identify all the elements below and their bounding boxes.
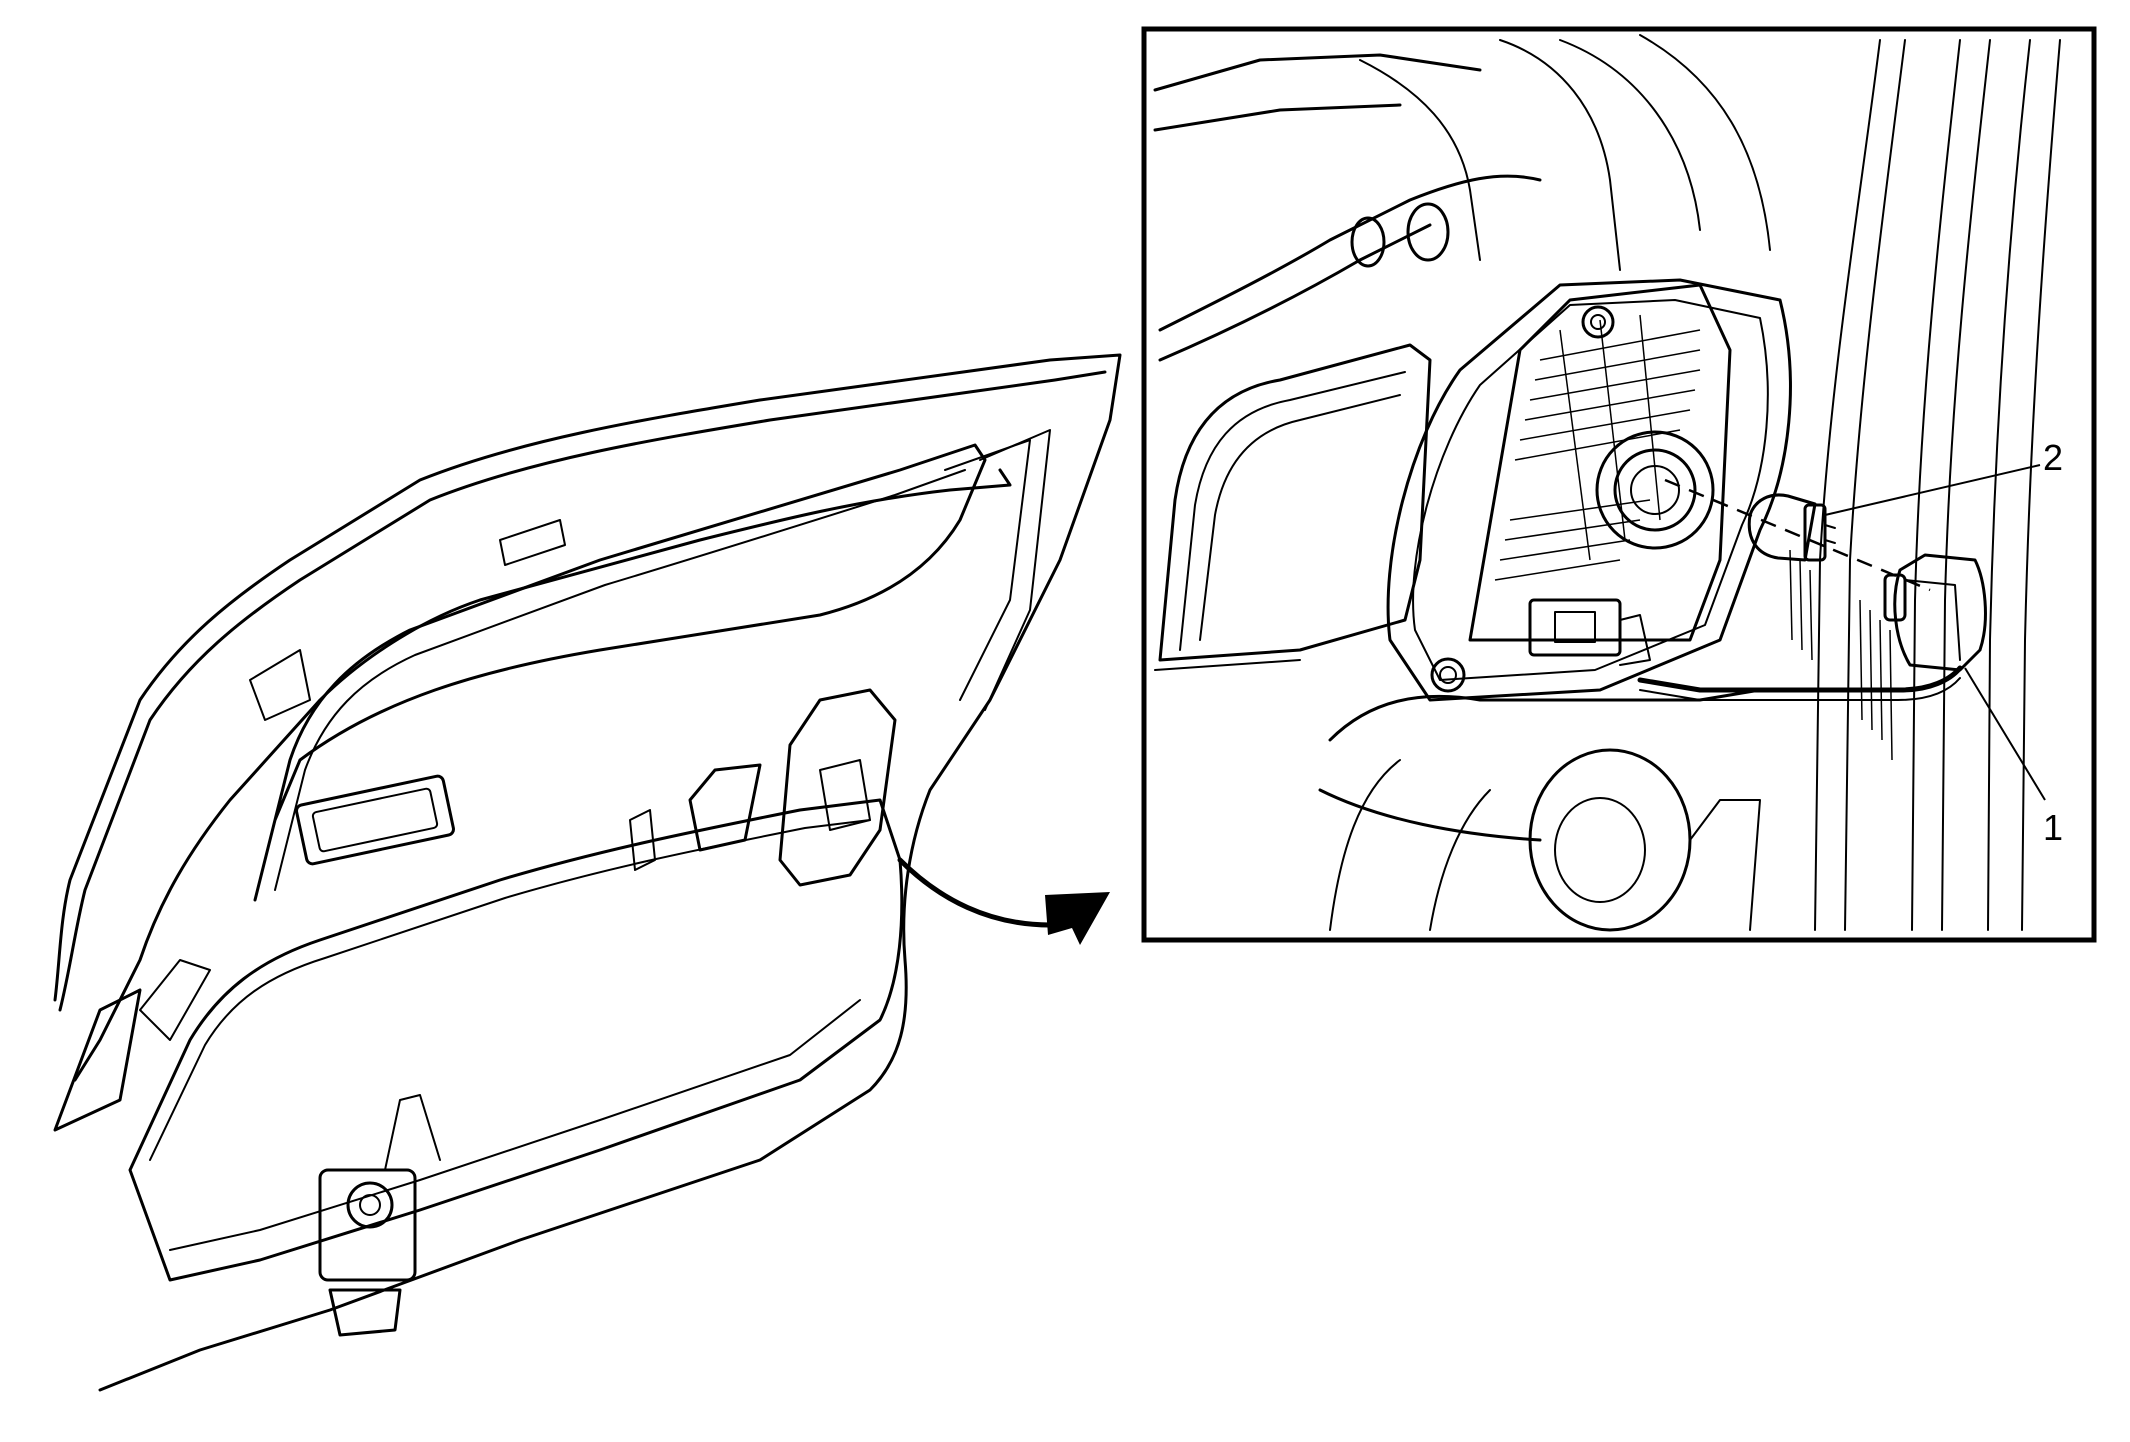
exploded-alignment-line — [1664, 478, 1931, 592]
window-channel — [1158, 343, 1432, 662]
boss-bottom — [1528, 748, 1761, 932]
callout-label-1: 1 — [2043, 807, 2063, 848]
leader-line-2 — [1824, 464, 2041, 516]
lamp-housing-small — [778, 688, 897, 887]
bulb-socket-ring — [1595, 430, 1715, 550]
inner-trim-panel — [128, 798, 904, 1282]
harness-connector — [1528, 598, 1651, 666]
glass-opening — [253, 443, 987, 902]
wiper-motor — [318, 1094, 441, 1337]
liftgate-overview — [53, 353, 1122, 1392]
callout-label-2: 2 — [2043, 437, 2063, 478]
pillar-hatching — [1789, 549, 1893, 761]
bulb-item-2 — [1747, 493, 1836, 562]
socket-item-1 — [1637, 553, 1987, 701]
lamp-opening — [1386, 278, 1792, 702]
fastener-lower — [1430, 657, 1466, 693]
fastener-upper — [1581, 305, 1615, 339]
lamp-bracket — [1468, 283, 1732, 642]
lens-hatching — [1494, 314, 1701, 581]
detail-pointer-arrow — [897, 857, 1110, 945]
leader-line-1 — [1964, 667, 2046, 801]
detail-view: 2 1 — [1141, 26, 2097, 943]
liftgate-outer-edge — [53, 353, 1122, 1392]
license-plate-recess — [295, 774, 455, 866]
